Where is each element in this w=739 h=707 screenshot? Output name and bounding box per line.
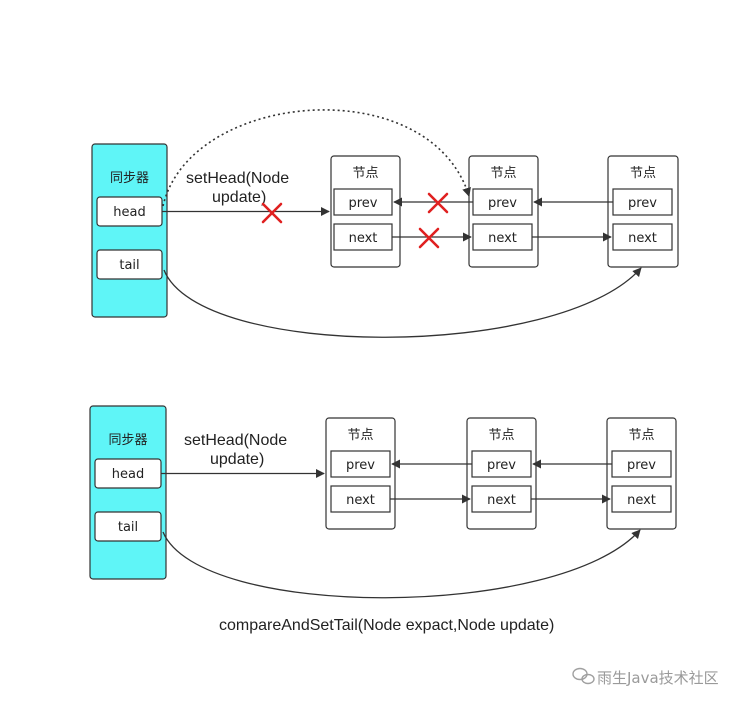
prev-field	[472, 188, 533, 216]
next-field	[611, 485, 672, 513]
tail-to-last-node-arrow	[163, 267, 642, 338]
prev-label: prev	[346, 458, 375, 473]
top-diagram: 同步器 head tail 节点 prev next 节点 prev next …	[91, 109, 679, 338]
node-label: 节点	[352, 166, 378, 181]
next-label: next	[488, 231, 517, 246]
tail-field	[96, 249, 163, 280]
prev-field	[612, 188, 673, 216]
next-label: next	[487, 493, 516, 508]
prev-field	[330, 450, 391, 478]
next-label: next	[627, 493, 656, 508]
tail-label: tail	[118, 520, 138, 535]
node-label: 节点	[628, 428, 654, 443]
next-field	[471, 485, 532, 513]
next-label: next	[346, 493, 375, 508]
cross-icon	[427, 192, 449, 214]
prev-label: prev	[488, 196, 517, 211]
tail-field	[94, 511, 162, 542]
cross-icon	[418, 227, 440, 249]
sethead-text-line1: setHead(Node	[186, 170, 289, 187]
sethead-text-line2: update)	[212, 189, 266, 206]
sync-box	[89, 405, 167, 580]
sync-label: 同步器	[108, 433, 147, 448]
node-label: 节点	[490, 166, 516, 181]
sync-box	[91, 143, 168, 318]
prev-label: prev	[627, 458, 656, 473]
cross-icon	[261, 202, 283, 224]
head-label: head	[112, 467, 144, 482]
next-label: next	[349, 231, 378, 246]
dotted-head-to-node2-arrow	[162, 109, 471, 207]
next-field	[612, 223, 673, 251]
prev-label: prev	[348, 196, 377, 211]
prev-label: prev	[487, 458, 516, 473]
prev-field	[471, 450, 532, 478]
head-label: head	[113, 205, 145, 220]
tail-to-last-node-arrow	[162, 529, 641, 599]
node-label: 节点	[347, 428, 373, 443]
sethead-text-line1: setHead(Node	[184, 432, 287, 449]
node-label: 节点	[488, 428, 514, 443]
prev-field	[333, 188, 393, 216]
next-field	[472, 223, 533, 251]
bottom-diagram: 同步器 head tail 节点 prev next 节点 prev next …	[89, 405, 677, 599]
prev-label: prev	[628, 196, 657, 211]
sync-label: 同步器	[110, 171, 149, 186]
next-field	[333, 223, 393, 251]
sethead-text-line2: update)	[210, 451, 264, 468]
watermark: 雨生Java技术社区	[572, 667, 719, 687]
node-label: 节点	[630, 166, 656, 181]
bottom-caption: compareAndSetTail(Node expact,Node updat…	[219, 617, 554, 634]
watermark-text: 雨生Java技术社区	[597, 669, 719, 687]
next-label: next	[628, 231, 657, 246]
tail-label: tail	[119, 258, 139, 273]
wechat-icon	[572, 667, 595, 685]
